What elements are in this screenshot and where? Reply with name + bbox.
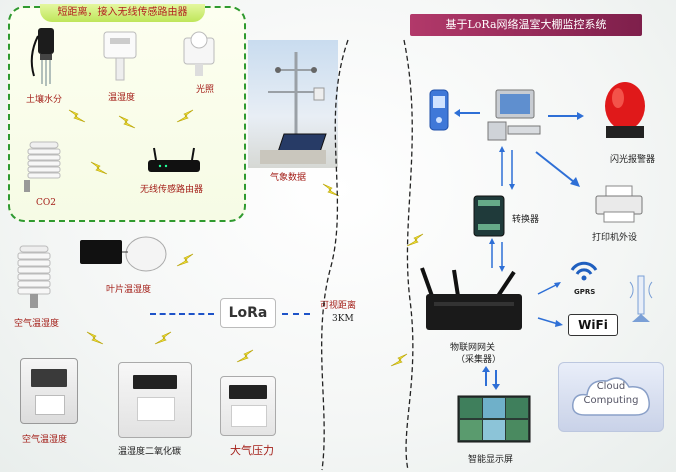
- air-temp-label-1: 空气温湿度: [14, 319, 60, 329]
- mobile-phone-icon: [429, 89, 449, 131]
- computer-icon: [487, 89, 541, 141]
- wireless-bolt-icon: [322, 183, 340, 197]
- antenna-icon: [629, 275, 653, 322]
- air-temp-station-icon: [20, 358, 78, 424]
- system-title-banner: 基于LoRa网络温室大棚监控系统: [410, 14, 642, 36]
- wireless-bolt-icon: [68, 109, 86, 123]
- soil-moisture-label: 土壤水分: [26, 95, 63, 105]
- computer-to-alarm-arrow-icon: [548, 112, 584, 120]
- gateway-wifi-arrows-icon: [537, 317, 563, 327]
- air-pressure-label: 大气压力: [230, 444, 274, 457]
- wireless-router-icon: [148, 147, 200, 172]
- co2-label: CO2: [36, 198, 56, 208]
- co2-sensor-icon: [24, 141, 61, 192]
- cloud-line-1: Cloud: [596, 381, 626, 392]
- computer-converter-arrows-icon: [499, 146, 515, 190]
- phone-arrow-icon: [454, 109, 480, 117]
- gprs-label: GPRS: [574, 288, 596, 296]
- gprs-signal-icon: [570, 261, 598, 281]
- printer-icon: [595, 185, 643, 223]
- weather-data-label: 气象数据: [270, 173, 307, 183]
- converter-icon: [473, 195, 505, 237]
- wireless-bolt-icon: [154, 331, 172, 345]
- gateway-display-arrows-icon: [482, 366, 500, 390]
- converter-gateway-arrows-icon: [489, 238, 505, 272]
- soil-moisture-sensor-icon: [30, 28, 54, 86]
- temp-humidity-label: 温湿度: [108, 93, 136, 103]
- flash-alarm-icon: [605, 82, 645, 138]
- wifi-badge: WiFi: [568, 314, 618, 336]
- weather-station-photo: [248, 40, 338, 168]
- range-line-1: 可视距离: [320, 301, 357, 311]
- gateway-label-2: （采集器）: [456, 355, 502, 365]
- gateway-label-1: 物联网网关: [450, 343, 496, 353]
- light-sensor-icon: [183, 31, 215, 76]
- wireless-bolt-icon: [176, 253, 194, 267]
- wireless-bolt-icon: [390, 353, 408, 367]
- wireless-bolt-icon: [90, 161, 108, 175]
- temp-co2-sensor-icon: [118, 362, 192, 438]
- cloud-icon: [572, 377, 650, 416]
- lora-logo: LoRa: [220, 298, 276, 328]
- air-pressure-sensor-icon: [220, 376, 276, 436]
- router-label: 无线传感路由器: [140, 185, 204, 195]
- temp-humidity-sensor-icon: [103, 31, 137, 81]
- sensor-group-title: 短距离，接入无线传感路由器: [40, 4, 205, 22]
- wireless-bolt-icon: [118, 115, 136, 129]
- printer-label: 打印机外设: [592, 233, 638, 243]
- light-label: 光照: [196, 85, 215, 95]
- gateway-gprs-arrows-icon: [537, 282, 561, 295]
- lora-link-left: [150, 313, 214, 315]
- lora-link-right: [282, 313, 310, 315]
- iot-gateway-icon: [420, 267, 522, 330]
- smart-display-icon: [457, 395, 531, 443]
- alarm-label: 闪光报警器: [610, 155, 656, 165]
- wireless-bolt-icon: [406, 233, 424, 247]
- range-line-2: 3KM: [332, 314, 354, 324]
- cloud-computing-panel: Cloud Computing: [558, 362, 664, 432]
- leaf-temp-label: 叶片温湿度: [106, 285, 152, 295]
- wireless-bolt-icon: [236, 349, 254, 363]
- air-temp-sensor-icon: [17, 245, 51, 308]
- weather-station-icon: [260, 52, 327, 164]
- lora-logo-text: LoRa: [228, 305, 268, 321]
- air-temp-label-2: 空气温湿度: [22, 435, 68, 445]
- display-label: 智能显示屏: [468, 455, 514, 465]
- wireless-bolt-icon: [86, 331, 104, 345]
- converter-label: 转换器: [512, 215, 540, 225]
- cloud-line-2: Computing: [583, 395, 639, 406]
- leaf-temp-sensor-icon: [80, 236, 167, 272]
- wireless-bolt-icon: [176, 109, 194, 123]
- temp-co2-label: 温湿度二氧化碳: [118, 447, 182, 457]
- wifi-label: WiFi: [578, 318, 608, 332]
- computer-to-printer-arrow-icon: [535, 151, 580, 187]
